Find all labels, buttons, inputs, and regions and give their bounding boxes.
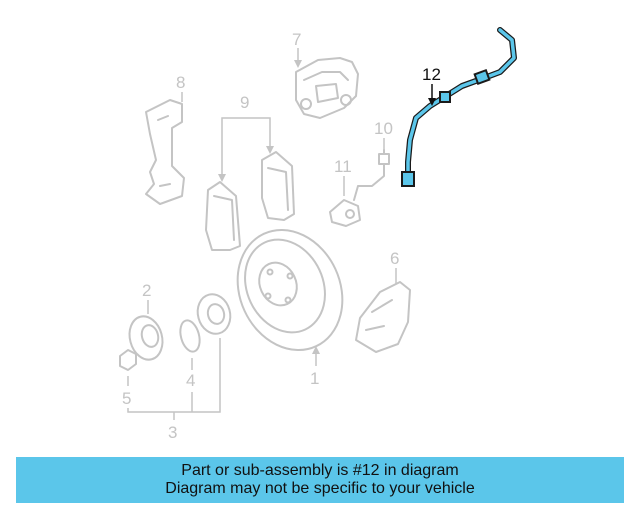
callout-11: 11	[334, 157, 352, 176]
callout-7: 7	[292, 30, 301, 49]
banner-line-2: Diagram may not be specific to your vehi…	[165, 480, 475, 497]
callout-12: 12	[422, 65, 441, 84]
bearing-part	[196, 293, 232, 335]
brake-line-part	[353, 149, 390, 201]
callout-5: 5	[122, 389, 131, 408]
brake-hose-part-highlighted	[401, 27, 517, 187]
caliper-bracket-part	[145, 99, 185, 205]
fitting-part	[329, 199, 361, 227]
caliper-part	[295, 57, 359, 119]
rotor-part	[236, 228, 344, 352]
callout-1: 1	[310, 369, 319, 388]
snap-ring-part	[179, 319, 201, 353]
parts-diagram: 7 8 9 10 11 12	[119, 27, 517, 442]
nut-part	[119, 349, 137, 371]
splash-shield-part	[355, 281, 411, 353]
callout-10: 10	[374, 119, 393, 138]
callout-9: 9	[240, 93, 249, 112]
callout-2: 2	[142, 281, 151, 300]
leader-9	[221, 117, 271, 175]
callout-4: 4	[186, 371, 195, 390]
callout-3: 3	[168, 423, 177, 442]
info-banner: Part or sub-assembly is #12 in diagram D…	[16, 457, 624, 503]
brake-pads-part	[205, 151, 295, 251]
banner-line-1: Part or sub-assembly is #12 in diagram	[181, 462, 459, 479]
callout-6: 6	[390, 249, 399, 268]
callout-8: 8	[176, 73, 185, 92]
hub-part	[128, 315, 164, 361]
